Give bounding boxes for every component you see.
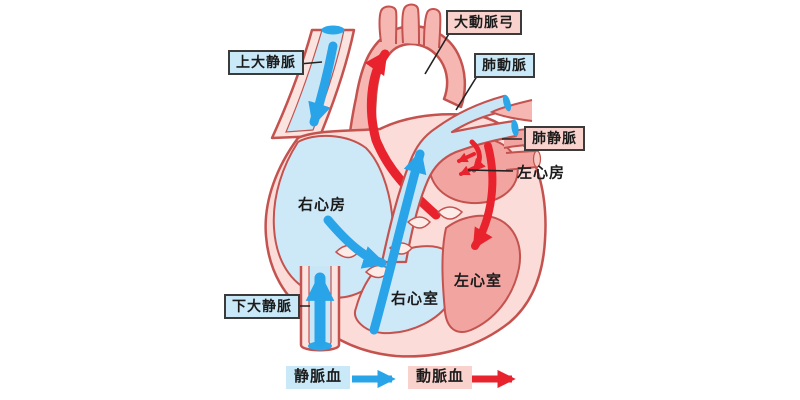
label-superior-vena-cava: 上大静脈 (228, 50, 304, 76)
legend-venous-label: 静脈血 (286, 366, 351, 389)
venous-flow-arrow-rv-pa (369, 149, 427, 335)
left-ventricle-cavity (441, 214, 521, 333)
venous-flow-arrow-svc (308, 41, 338, 127)
venous-flow-arrow-ra-rv (323, 215, 387, 269)
label-right-atrium: 右心房 (297, 196, 347, 214)
pa-branch-cap-upper (502, 94, 512, 112)
lung-tissue-wedge (489, 99, 533, 122)
label-pulmonary-artery: 肺動脈 (474, 53, 535, 79)
label-aortic-arch: 大動脈弓 (446, 10, 522, 36)
arterial-flow-arrow-la-hook (469, 139, 486, 173)
arch-branch-2 (401, 3, 420, 45)
arterial-flow-arrows (457, 139, 497, 250)
venous-flow-arrows (305, 41, 427, 348)
arterial-flow-arrow-la-lv (471, 142, 497, 250)
arch-branch-1 (378, 5, 398, 45)
label-pulmonary-vein: 肺静脈 (524, 126, 585, 152)
label-left-atrium: 左心房 (516, 164, 566, 182)
svc-opening-cap (321, 25, 345, 35)
label-inferior-vena-cava: 下大静脈 (224, 294, 300, 320)
arch-branch-3 (423, 8, 442, 49)
arterial-flow-arrow-pv-1 (457, 152, 476, 163)
label-left-ventricle: 左心室 (453, 272, 503, 290)
legend-arterial-label: 動脈血 (408, 366, 473, 389)
label-right-ventricle: 右心室 (390, 290, 440, 308)
pa-branch-cap-lower (511, 119, 519, 137)
